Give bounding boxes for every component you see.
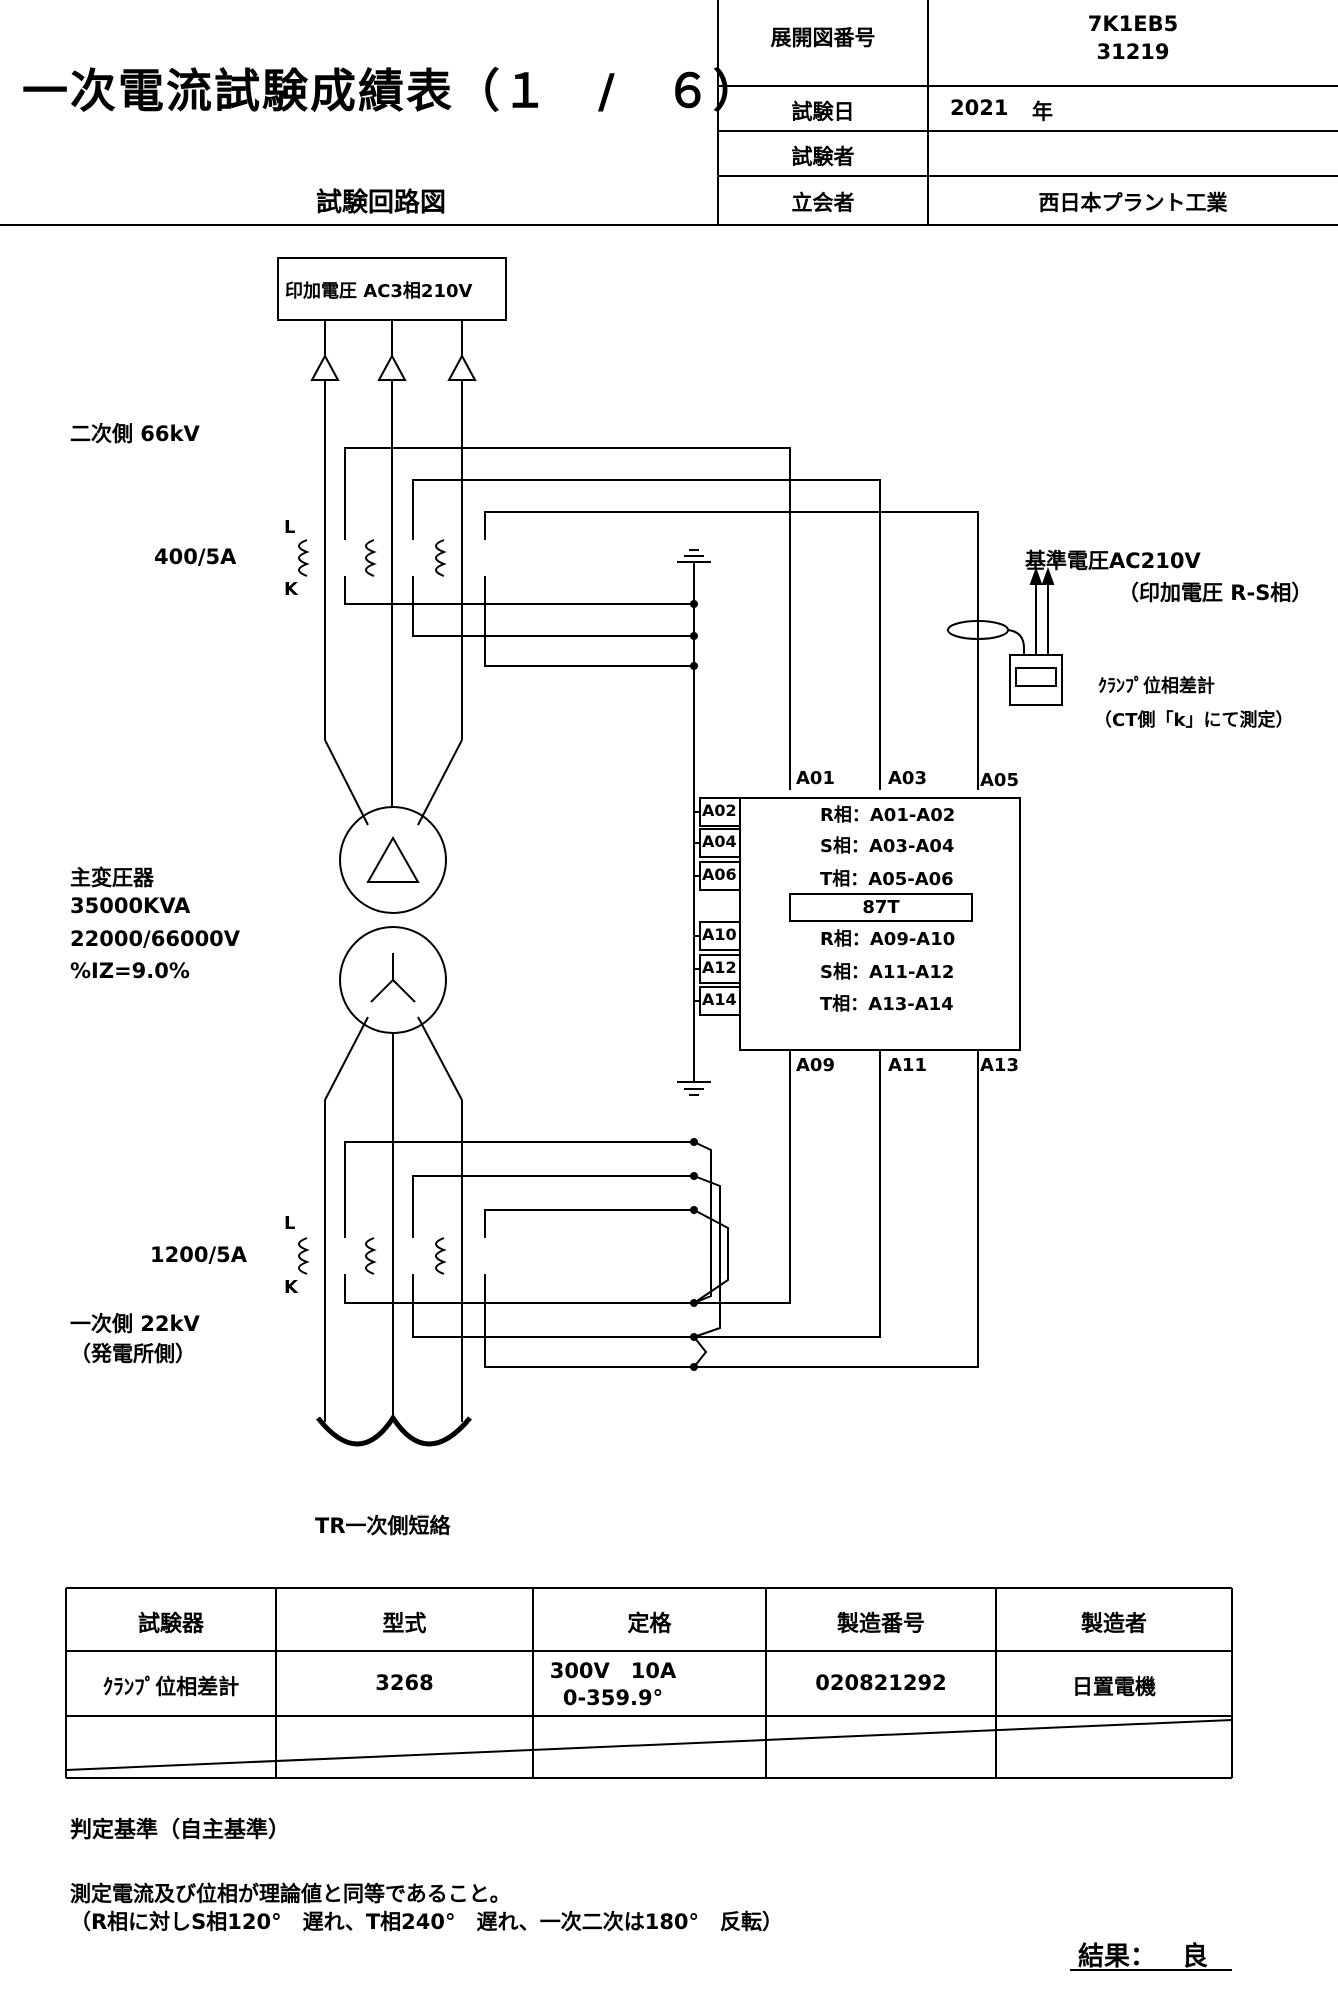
relay-87t-nameplate [789, 893, 973, 922]
circuit-diagram-label: 試験回路図 [316, 188, 447, 218]
relay-phase-row-4: R相：A09-A10 [820, 929, 956, 950]
empty-row-slash [65, 1719, 1233, 1771]
relay-terminal-a05: A05 [980, 770, 1019, 791]
table-header-instrument: 試験器 [137, 1612, 204, 1637]
primary-side-line2: （発電所側） [70, 1342, 196, 1366]
transformer-label-line3: 22000/66000V [70, 927, 241, 951]
relay-terminal-a10: A10 [702, 925, 737, 944]
relay-terminal-a02: A02 [702, 801, 737, 820]
table-cell-rating-line1: 300V 10A [549, 1659, 677, 1683]
arrow-r [310, 353, 340, 381]
arrow-t [447, 353, 477, 381]
drawing-no-line1: 7K1EB5 [1087, 12, 1179, 36]
source-box-label: 印加電圧 AC3相210V [285, 281, 473, 302]
criteria-heading: 判定基準（自主基準） [70, 1818, 291, 1843]
result-label: 結果： [1078, 1942, 1157, 1972]
relay-terminal-a14: A14 [702, 990, 737, 1009]
transformer-label-line2: 35000KVA [70, 894, 191, 918]
short-circuit-bar [316, 1413, 472, 1447]
test-date-unit: 年 [1032, 100, 1053, 124]
clamp-meter-body [1009, 654, 1063, 706]
ct-upper-r [298, 539, 310, 577]
ct-upper-ratio: 400/5A [154, 545, 237, 569]
page-title: 一次電流試験成績表（１ / ６） [22, 64, 761, 118]
table-header-serial: 製造番号 [836, 1612, 925, 1637]
relay-phase-row-5: S相：A11-A12 [820, 962, 955, 983]
relay-terminal-a01: A01 [796, 768, 835, 789]
relay-terminal-a03: A03 [888, 768, 927, 789]
ct-upper-terminal-k: K [284, 579, 298, 600]
relay-terminal-a12: A12 [702, 958, 737, 977]
ct-lower-terminal-l: L [284, 1213, 296, 1234]
relay-phase-row-6: T相：A13-A14 [820, 994, 954, 1015]
ref-voltage-line2: （印加電圧 R-S相） [1118, 581, 1313, 605]
table-cell-serial: 020821292 [815, 1671, 947, 1695]
criteria-line2: （R相に対しS相120° 遅れ、T相240° 遅れ、一次二次は180° 反転） [70, 1910, 784, 1934]
criteria-line1: 測定電流及び位相が理論値と同等であること。 [70, 1882, 511, 1906]
ct-upper-s [365, 539, 377, 577]
relay-terminal-a06: A06 [702, 865, 737, 884]
secondary-side-label: 二次側 66kV [70, 422, 200, 446]
table-cell-rating-line2: 0-359.9° [562, 1686, 664, 1710]
ct-lower-t [435, 1237, 447, 1275]
relay-terminal-a11: A11 [888, 1055, 927, 1076]
table-header-rating: 定格 [627, 1612, 672, 1637]
relay-phase-row-2: S相：A03-A04 [820, 836, 955, 857]
drawing-no-line2: 31219 [1096, 40, 1170, 64]
result-value: 良 [1182, 1942, 1209, 1972]
table-cell-model: 3268 [375, 1671, 434, 1695]
ct-upper-terminal-l: L [284, 517, 296, 538]
witness-value: 西日本プラント工業 [1038, 191, 1228, 215]
primary-side-line1: 一次側 22kV [70, 1312, 200, 1336]
table-header-model: 型式 [382, 1612, 427, 1637]
meter-label-line1: ｸﾗﾝﾌﾟ位相差計 [1098, 676, 1215, 697]
table-cell-maker: 日置電機 [1072, 1675, 1156, 1699]
relay-terminal-a04: A04 [702, 832, 737, 851]
test-date-year: 2021 [950, 96, 1009, 120]
ct-lower-r [298, 1237, 310, 1275]
ct-lower-terminal-k: K [284, 1277, 298, 1298]
ct-lower-ratio: 1200/5A [150, 1243, 247, 1267]
relay-phase-row-1: R相：A01-A02 [820, 805, 956, 826]
test-date-label: 試験日 [791, 100, 855, 124]
relay-phase-row-3: T相：A05-A06 [820, 869, 954, 890]
ct-upper-t [435, 539, 447, 577]
delta-symbol [366, 835, 420, 883]
relay-terminal-a13: A13 [980, 1055, 1019, 1076]
transformer-label-line4: %IZ=9.0% [70, 959, 190, 983]
ct-lower-s [365, 1237, 377, 1275]
table-cell-instrument: ｸﾗﾝﾌﾟ位相差計 [102, 1675, 240, 1699]
arrow-s [377, 353, 407, 381]
short-circuit-label: TR一次側短絡 [315, 1514, 451, 1538]
transformer-primary-winding [339, 806, 447, 914]
meter-label-line2: （CT側「k」にて測定） [1094, 710, 1294, 731]
drawing-no-label: 展開図番号 [770, 26, 876, 50]
relay-terminal-a09: A09 [796, 1055, 835, 1076]
table-header-maker: 製造者 [1080, 1612, 1147, 1637]
witness-label: 立会者 [791, 191, 855, 215]
tester-label: 試験者 [791, 145, 855, 169]
relay-name: 87T [862, 897, 900, 918]
ref-voltage-line1: 基準電圧AC210V [1025, 549, 1201, 573]
transformer-label-line1: 主変圧器 [70, 866, 154, 890]
